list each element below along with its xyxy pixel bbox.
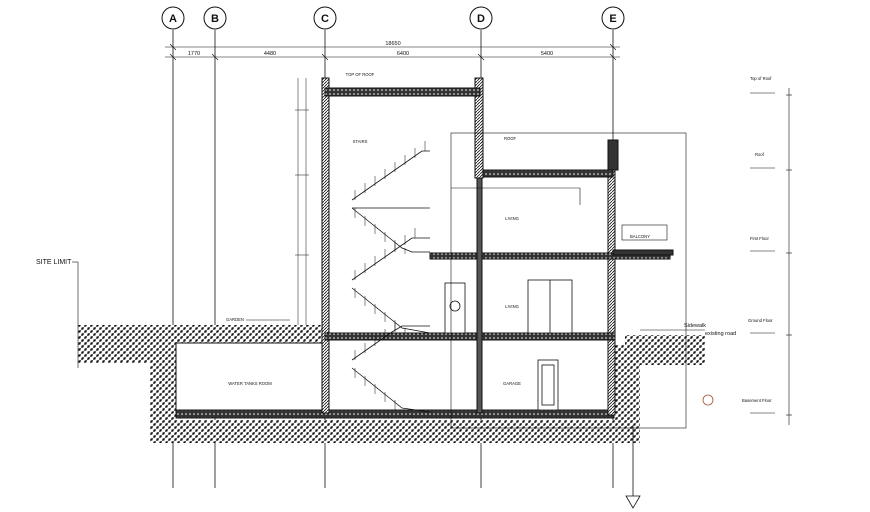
grid-label-e: E (609, 13, 616, 25)
building-structure (175, 77, 674, 419)
stair-treads (354, 141, 426, 410)
label-living-lower: LIVING (505, 304, 519, 309)
vertical-dimensions (295, 78, 309, 331)
level-basement-floor: Basement Floor (742, 398, 772, 403)
label-stairs: STAIRS (353, 139, 368, 144)
grid-label-b: B (211, 13, 219, 25)
grid-label-d: D (477, 13, 485, 25)
dimension-seg-3: 6400 (397, 51, 409, 57)
doors (444, 279, 573, 411)
dimension-total: 18650 (385, 41, 400, 47)
level-scale (750, 88, 792, 425)
dimension-seg-4: 5400 (541, 51, 553, 57)
dimension-seg-2: 4480 (264, 51, 276, 57)
ground-earth (78, 325, 705, 443)
staircases (351, 150, 431, 413)
grid-bubbles: A B C D E (161, 6, 625, 30)
label-water-tanks: WATER TANKS ROOM (228, 381, 272, 386)
label-garage: GARAGE (503, 381, 521, 386)
dimension-lines (165, 43, 620, 61)
label-roof: ROOF (504, 136, 517, 141)
level-top-of-roof: Top of Roof (750, 76, 772, 81)
level-ground-floor: Ground Floor (748, 318, 773, 323)
dimension-seg-1: 1770 (188, 51, 200, 57)
level-first-floor: First Floor (750, 236, 769, 241)
label-garden: GARDEN (226, 317, 244, 322)
level-roof: Roof (755, 152, 765, 157)
label-top-of-roof: TOP OF ROOF (346, 72, 375, 77)
label-sidewalk: Sidewalk (684, 323, 706, 329)
roof-outline (450, 132, 687, 429)
detail-marker-icon (702, 394, 714, 406)
grid-label-a: A (169, 13, 177, 25)
label-existing-road: existing road (705, 331, 736, 337)
label-balcony: BALCONY (630, 234, 650, 239)
grid-label-c: C (321, 13, 329, 25)
label-site-limit: SITE LIMIT (36, 259, 72, 266)
section-arrow-icon (625, 425, 641, 509)
label-living-upper: LIVING (505, 216, 519, 221)
